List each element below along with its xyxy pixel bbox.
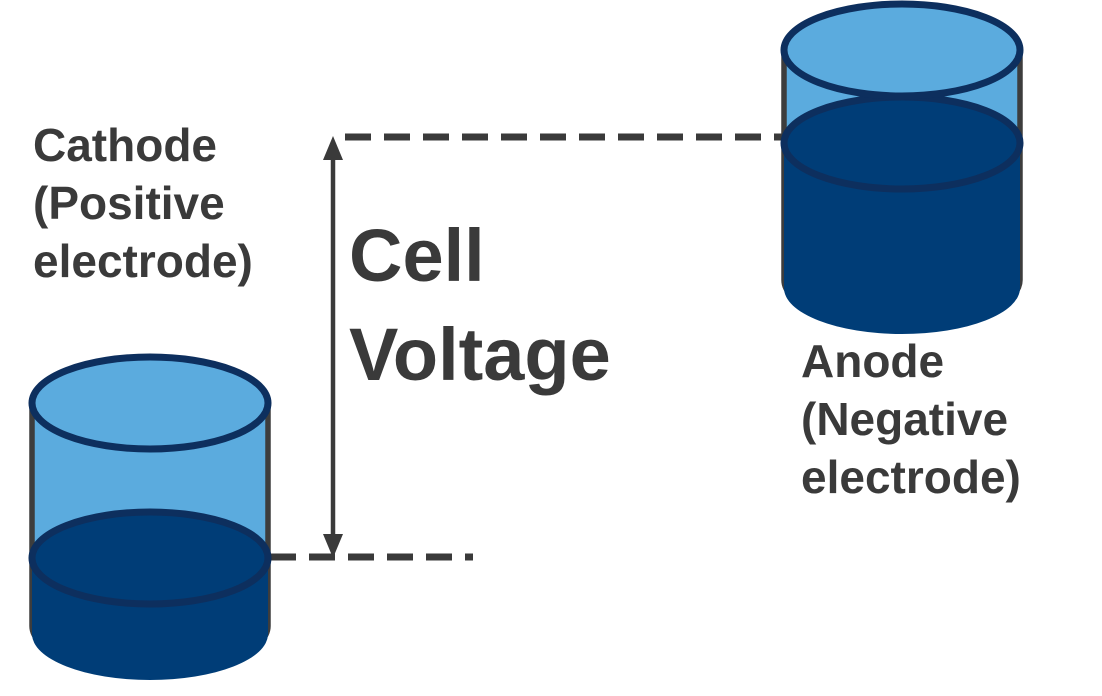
arrow-up-head-icon bbox=[323, 136, 343, 160]
cathode-beaker bbox=[28, 353, 272, 680]
cathode-label: Cathode (Positive electrode) bbox=[33, 119, 253, 287]
arrow-down-head-icon bbox=[323, 534, 343, 558]
anode-beaker bbox=[780, 0, 1024, 334]
cathode-beaker-rim bbox=[28, 353, 272, 453]
cell-voltage-arrow bbox=[323, 136, 343, 558]
anode-liquid-surface bbox=[780, 93, 1024, 193]
cathode-liquid-surface bbox=[28, 508, 272, 608]
anode-beaker-rim bbox=[780, 0, 1024, 100]
cell-voltage-label: Cell Voltage bbox=[349, 214, 611, 396]
anode-label: Anode (Negative electrode) bbox=[801, 335, 1021, 503]
